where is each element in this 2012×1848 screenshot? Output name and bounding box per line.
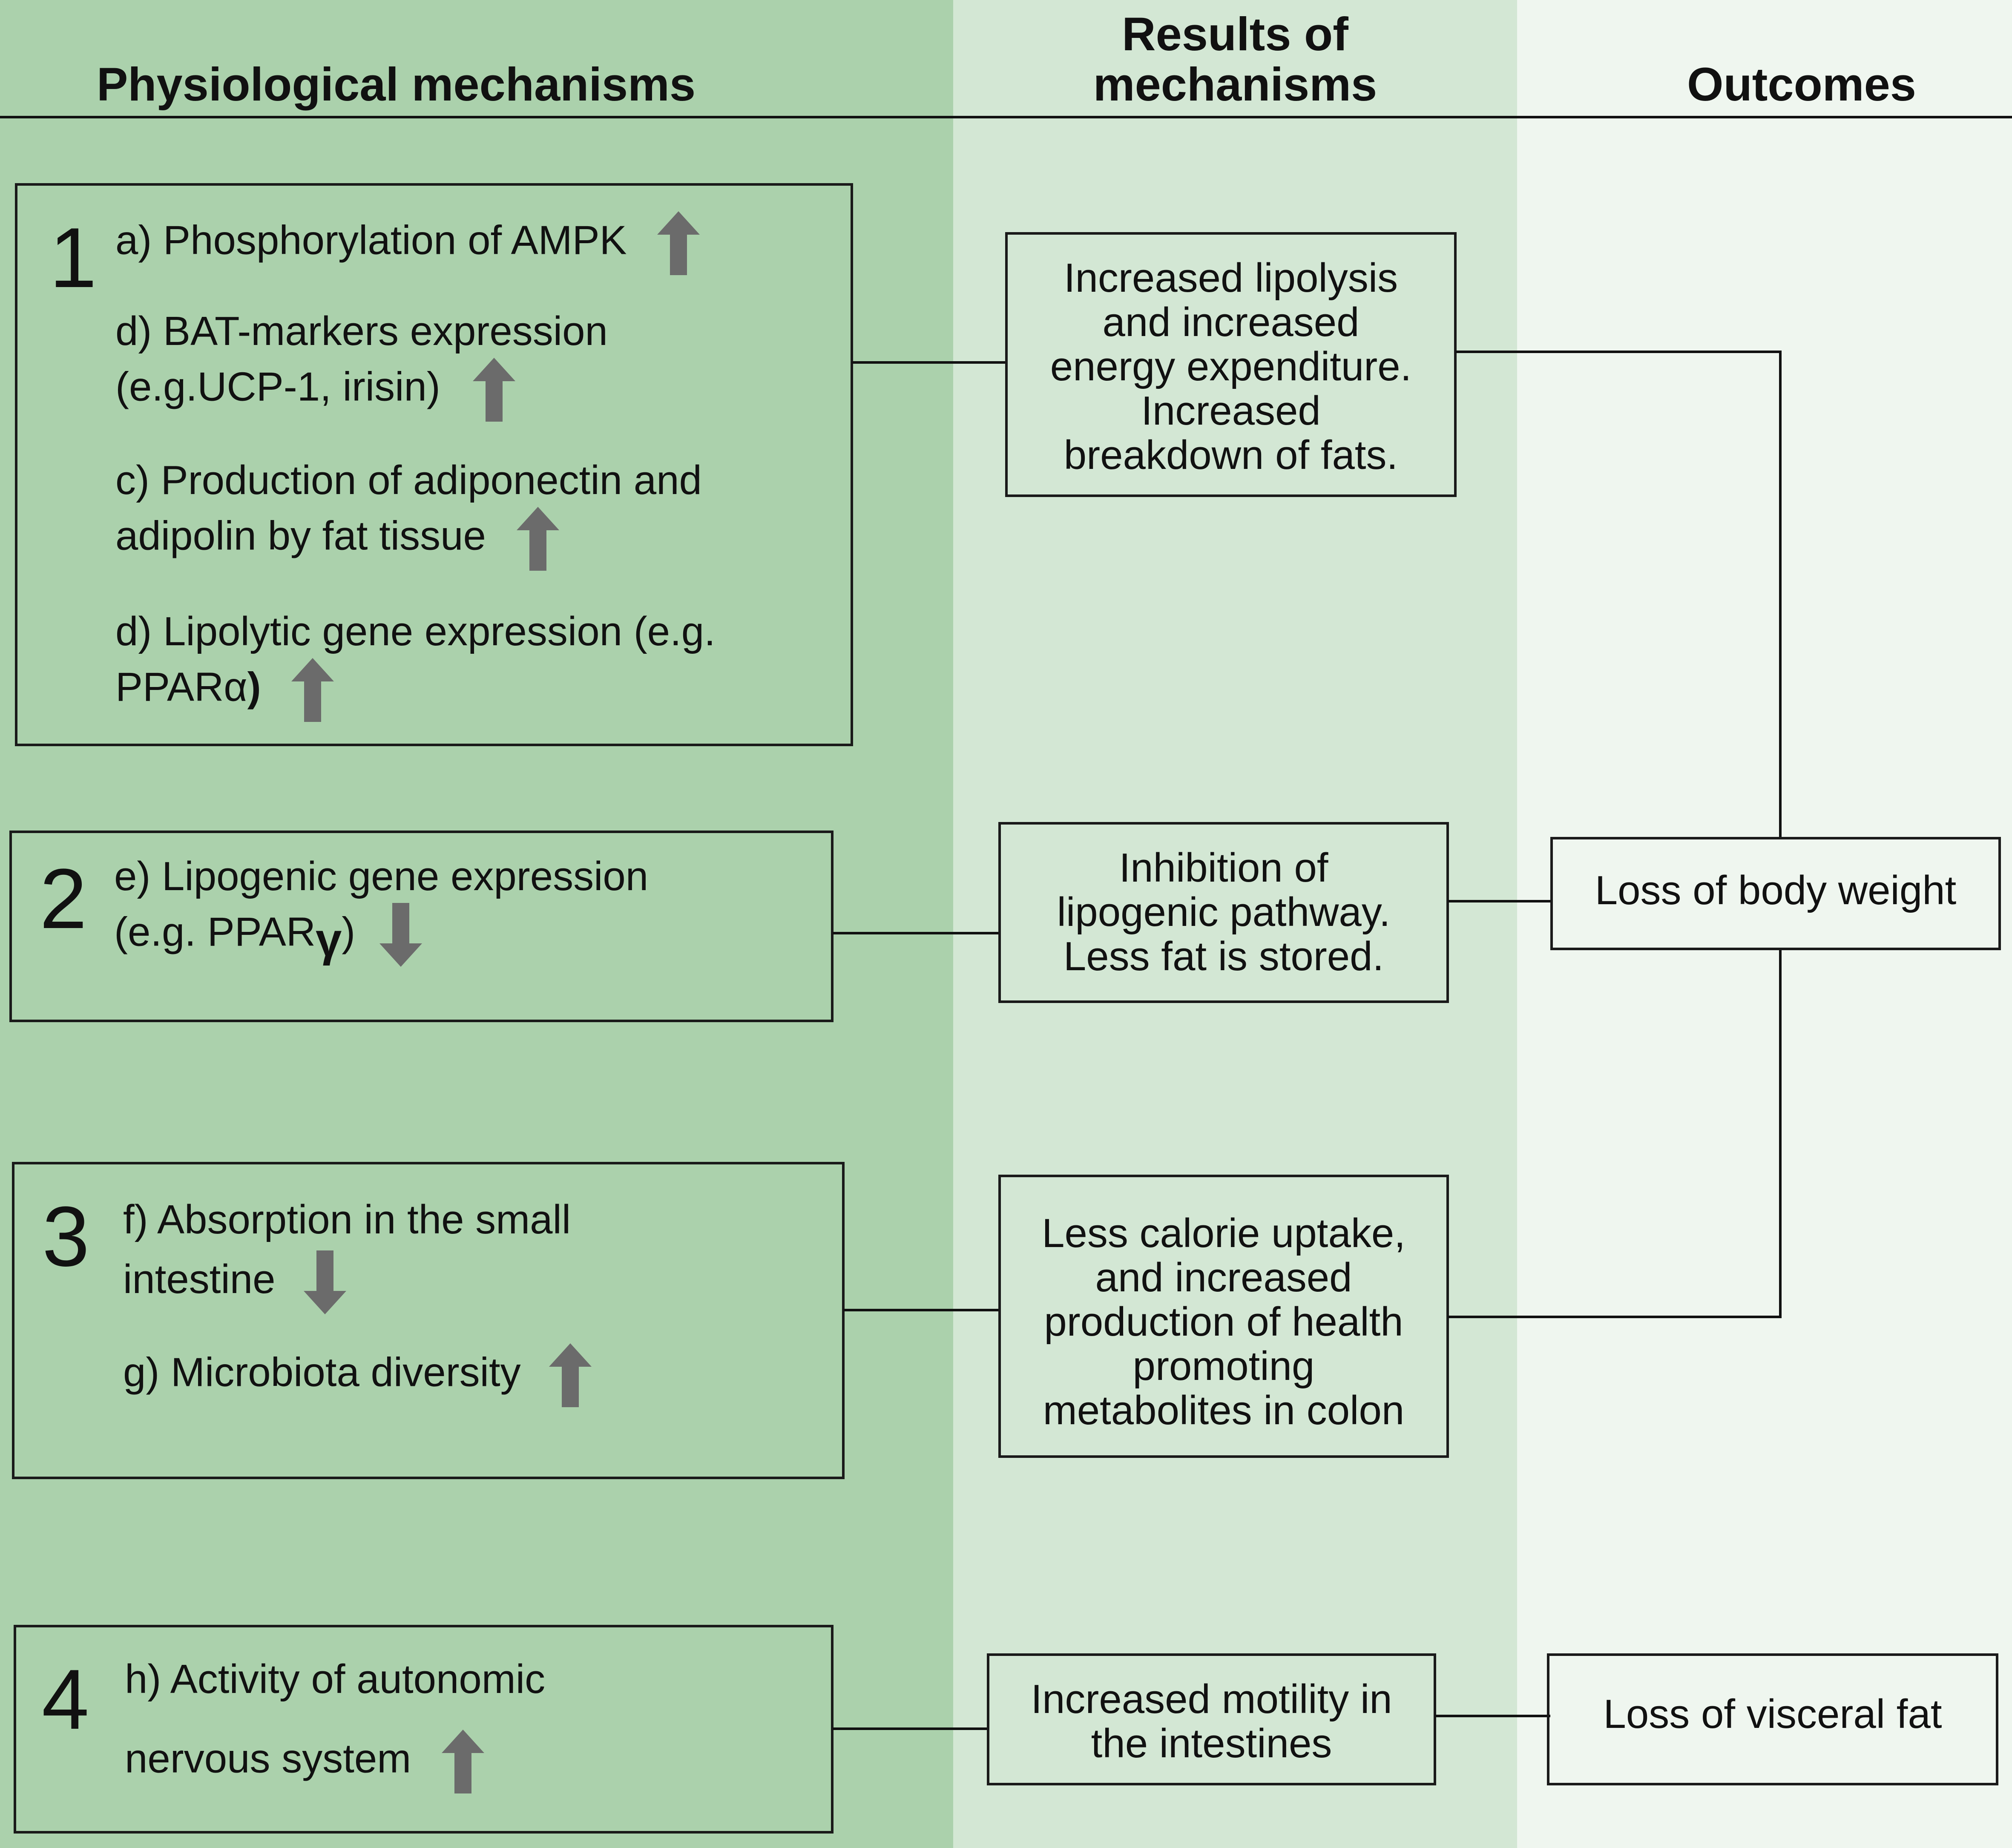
gamma-symbol: γ [316, 914, 342, 966]
item-text: a) Phosphorylation of AMPK [115, 217, 627, 263]
item-text-line1: e) Lipogenic gene expression [114, 854, 649, 899]
connector-result4-outcome [1435, 1715, 1550, 1717]
item-text: g) Microbiota diversity [123, 1349, 521, 1395]
item-text-suffix: ) [247, 664, 261, 710]
mechanisms-header: Physiological mechanisms [96, 58, 696, 111]
mechanism-box-3: 3 f) Absorption in the small intestine g… [12, 1162, 845, 1479]
result-text: Less calorie uptake, and increased produ… [1042, 1210, 1406, 1433]
item-text-line1: d) Lipolytic gene expression (e.g. [115, 609, 716, 654]
connector-3-mech-result [843, 1309, 1001, 1311]
connector-result1-outcome-v [1779, 351, 1782, 839]
item-text-line2: (e.g.UCP-1, irisin) [115, 364, 440, 410]
outcomes-header: Outcomes [1687, 58, 1916, 111]
connector-result3-outcome-v [1779, 948, 1782, 1318]
outcome-box-body-weight: Loss of body weight [1550, 837, 2001, 950]
item-text-line1: d) BAT-markers expression [115, 308, 608, 354]
up-arrow-icon [657, 211, 700, 275]
result-box-2: Inhibition of lipogenic pathway. Less fa… [998, 822, 1449, 1003]
item-text: nervous system [125, 1736, 411, 1782]
mechanism-box-1: 1 a) Phosphorylation of AMPK d) BAT-mark… [15, 183, 853, 746]
item-text-line1: c) Production of adiponectin and [115, 457, 702, 503]
connector-result3-outcome-h [1448, 1316, 1782, 1318]
up-arrow-icon [291, 658, 334, 722]
mechanism-number: 2 [40, 851, 87, 946]
item-text-line2: intestine [123, 1256, 276, 1302]
mechanism-item-d-lipolytic: d) Lipolytic gene expression (e.g. PPARα… [115, 605, 716, 722]
connector-result1-outcome-h [1456, 351, 1782, 353]
connector-2-mech-result [833, 932, 1001, 934]
result-text: Inhibition of lipogenic pathway. Less fa… [1057, 845, 1391, 979]
result-box-1: Increased lipolysis and increased energy… [1005, 232, 1457, 497]
mechanism-item-c: c) Production of adiponectin and adipoli… [115, 454, 702, 571]
mechanism-item-e: e) Lipogenic gene expression (e.g. PPARγ… [114, 850, 648, 967]
outcomes-column [1517, 0, 2012, 1848]
result-box-4: Increased motility in the intestines [987, 1653, 1436, 1785]
up-arrow-icon [549, 1343, 592, 1407]
mechanism-box-4: 4 h) Activity of autonomic nervous syste… [14, 1625, 834, 1834]
mechanism-box-2: 2 e) Lipogenic gene expression (e.g. PPA… [9, 831, 834, 1022]
connector-1-mech-result [852, 361, 1008, 364]
result-text: Increased lipolysis and increased energy… [1050, 255, 1412, 478]
item-text-line2: adipolin by fat tissue [115, 513, 486, 559]
connector-result2-outcome [1448, 900, 1552, 902]
mechanism-item-d-bat: d) BAT-markers expression (e.g.UCP-1, ir… [115, 305, 608, 422]
mechanism-item-f: f) Absorption in the small intestine [123, 1190, 571, 1314]
mechanisms-column [0, 0, 953, 1848]
item-text-line1: f) Absorption in the small [123, 1197, 571, 1242]
result-box-3: Less calorie uptake, and increased produ… [998, 1175, 1449, 1458]
up-arrow-icon [516, 507, 559, 571]
down-arrow-icon [379, 903, 422, 967]
mechanism-number: 1 [49, 210, 97, 305]
results-header: Results of mechanisms [1093, 8, 1377, 111]
up-arrow-icon [473, 358, 516, 422]
outcome-text: Loss of visceral fat [1603, 1691, 1942, 1737]
item-text-line2: (e.g. PPAR [114, 909, 316, 955]
mechanism-item-g: g) Microbiota diversity [123, 1343, 592, 1407]
mechanism-number: 4 [42, 1652, 89, 1747]
outcome-text: Loss of body weight [1595, 868, 1957, 913]
mechanism-item-a: a) Phosphorylation of AMPK [115, 211, 700, 275]
connector-4-mech-result [833, 1727, 989, 1730]
mechanism-item-h: h) Activity of autonomic [125, 1656, 546, 1702]
outcome-box-visceral-fat: Loss of visceral fat [1547, 1653, 1998, 1785]
up-arrow-icon [441, 1730, 484, 1793]
item-text-suffix: ) [342, 909, 356, 955]
header-divider [0, 116, 2012, 118]
mechanism-number: 3 [42, 1189, 90, 1284]
result-text: Increased motility in the intestines [1031, 1676, 1392, 1766]
results-column [953, 0, 1517, 1848]
down-arrow-icon [304, 1250, 347, 1314]
item-text-line2: PPARα [115, 664, 247, 710]
mechanism-item-h-cont: nervous system [125, 1730, 484, 1793]
